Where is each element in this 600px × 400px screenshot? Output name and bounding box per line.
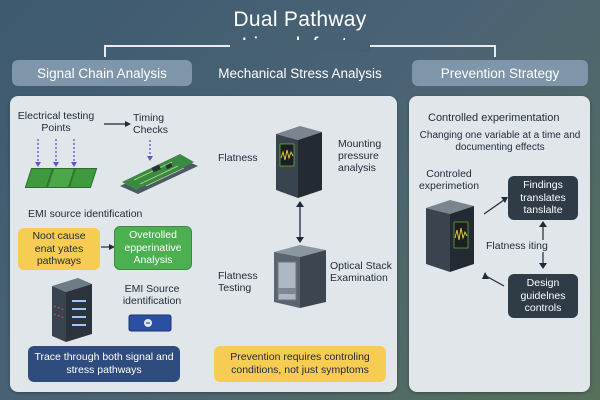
circuit-board-icon xyxy=(120,154,198,194)
optical-stack-label: Optical Stack Examination xyxy=(330,260,392,285)
server-rack-icon xyxy=(52,278,92,342)
emi-heading: EMI source identification xyxy=(28,208,143,220)
flatness-testing-label: Flatness Testing xyxy=(218,270,258,295)
optical-stack-icon xyxy=(274,245,326,308)
flatness-iting-label: Flatness iting xyxy=(486,240,566,253)
prevention-header-pill xyxy=(412,60,588,86)
root-cause-arrow xyxy=(101,244,115,250)
trace-pathways-box: Trace through both signal and stress pat… xyxy=(28,346,180,382)
findings-box: Findings translates tanslalte xyxy=(508,176,578,220)
root-cause-box: Noot cause enat yates pathways xyxy=(18,228,100,270)
signal-header: Signal Chain Analysis xyxy=(37,66,167,81)
prevention-header: Prevention Strategy xyxy=(440,66,560,81)
title-line-1: Dual Pathway xyxy=(233,8,367,31)
chip-icon xyxy=(128,314,172,332)
prevention-note-box: Prevention requires controling condition… xyxy=(214,346,386,382)
flatness-link-arrow xyxy=(296,201,304,243)
display-panel-icon xyxy=(276,126,322,198)
flatness-label: Flatness xyxy=(218,152,258,164)
controlled-experimentation-label: Controlled experimentation xyxy=(428,112,560,124)
emi-source-label: EMI Source identification xyxy=(122,283,182,308)
overrolled-analysis-box: Ovetrolled epperinative Analysis xyxy=(114,226,192,270)
mechanical-header: Mechanical Stress Analysis xyxy=(218,66,382,81)
changing-variable-label: Changing one variable at a time and docu… xyxy=(419,130,581,153)
mounting-pressure-label: Mounting pressure analysis xyxy=(338,138,382,175)
controled-experimetion-label: Controled experimetion xyxy=(418,168,480,193)
signal-header-pill xyxy=(12,60,192,86)
electrical-testing-label: Electrical testing Points xyxy=(17,110,95,135)
experiment-rig-icon xyxy=(426,200,474,272)
design-guidelines-box: Design guidelnes controls xyxy=(508,274,578,318)
title-bracket-mask xyxy=(230,40,370,52)
timing-checks-label: Timing Checks xyxy=(133,112,169,137)
